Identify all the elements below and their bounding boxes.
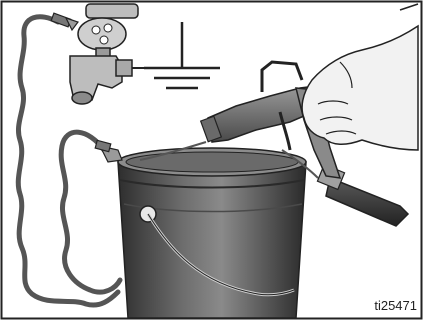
figure-id-label: ti25471 [372,298,419,314]
faucet-clamp [51,13,78,30]
water-faucet-icon [70,4,182,104]
operator-hand [302,4,418,150]
pail-clamp [95,140,122,162]
metal-pail [118,148,306,318]
ground-symbol-icon [144,22,220,88]
